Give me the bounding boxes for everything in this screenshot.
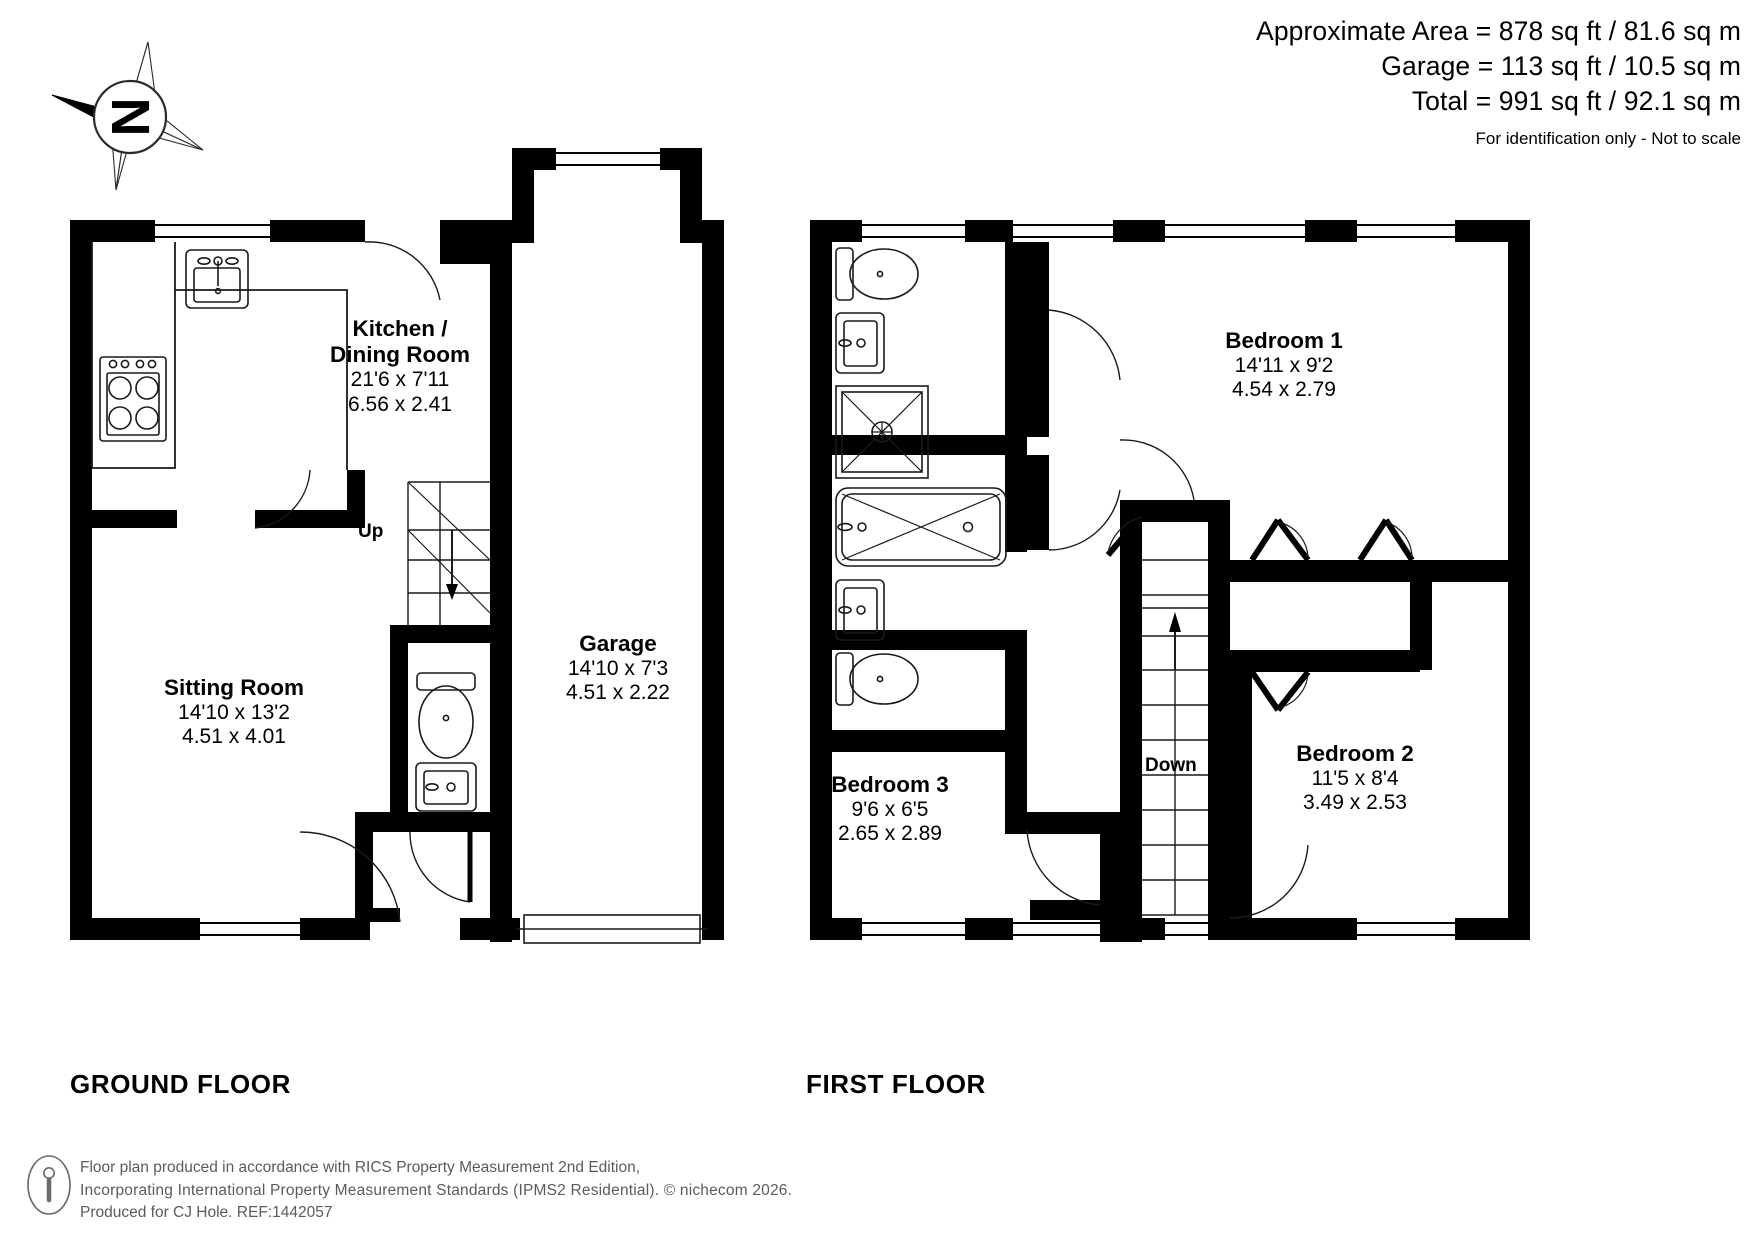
room-label-sitting-room: Sitting Room 14'10 x 13'2 4.51 x 4.01 [104, 675, 364, 750]
room-name: Bedroom 3 [831, 772, 949, 797]
wash-basin-icon-upper [835, 312, 885, 374]
room-label-kitchen-dining: Kitchen / Dining Room 21'6 x 7'11 6.56 x… [270, 316, 530, 417]
wash-basin-icon [415, 762, 477, 812]
room-label-garage: Garage 14'10 x 7'3 4.51 x 2.22 [488, 631, 748, 706]
room-dimensions-metric: 4.51 x 2.22 [566, 681, 670, 705]
bath-tub-icon [835, 487, 1007, 567]
room-dimensions-metric: 4.54 x 2.79 [1232, 378, 1336, 402]
staircase-up-icon [407, 481, 491, 625]
footer-text-block: Floor plan produced in accordance with R… [80, 1154, 792, 1225]
compass-icon: N [51, 41, 204, 191]
first-floor-title: FIRST FLOOR [806, 1069, 986, 1099]
room-dimensions-metric: 3.49 x 2.53 [1303, 791, 1407, 815]
compass-rose: N [50, 38, 205, 193]
stair-direction-up-label: Up [358, 521, 384, 542]
room-dimensions-metric: 4.51 x 4.01 [182, 725, 286, 749]
hob-cooker-icon [99, 356, 167, 442]
room-name: Bedroom 2 [1296, 741, 1414, 766]
landing-door [1105, 513, 1145, 557]
room-dimensions-imperial: 11'5 x 8'4 [1311, 767, 1399, 791]
ground-floor-title: GROUND FLOOR [70, 1069, 291, 1099]
first-floor-plan [810, 220, 1530, 942]
garage-area-line: Garage = 113 sq ft / 10.5 sq m [1381, 51, 1741, 82]
area-summary: Approximate Area = 878 sq ft / 81.6 sq m… [1256, 14, 1741, 150]
shower-tray-icon [835, 385, 929, 479]
wc-toilet-icon-upper [835, 247, 919, 301]
room-dimensions-metric: 2.65 x 2.89 [838, 822, 942, 846]
ground-floor-walls [70, 148, 724, 942]
room-dimensions-imperial: 14'11 x 9'2 [1234, 354, 1334, 378]
room-name: Sitting Room [164, 675, 304, 700]
room-dimensions-imperial: 14'10 x 7'3 [567, 657, 669, 681]
person-info-icon [27, 1155, 71, 1215]
identification-disclaimer: For identification only - Not to scale [1475, 128, 1741, 148]
wardrobe-icon-bedroom1 [1249, 518, 1415, 562]
kitchen-sink-icon [185, 249, 249, 309]
room-dimensions-imperial: 14'10 x 13'2 [178, 701, 290, 725]
staircase-down-icon [1142, 559, 1208, 916]
footer-line-3: Produced for CJ Hole. REF:1442057 [80, 1204, 333, 1222]
compass-north-letter: N [100, 98, 160, 137]
room-name-line-1: Kitchen / [352, 316, 448, 341]
room-dimensions-metric: 6.56 x 2.41 [348, 392, 452, 416]
room-name: Garage [579, 631, 657, 656]
first-floor-walls [810, 220, 1530, 942]
ground-floor-plan [70, 148, 724, 944]
first-floor-fixtures [835, 247, 1415, 919]
wc-toilet-icon-lower [835, 652, 919, 706]
room-name-line-2: Dining Room [330, 342, 470, 368]
room-dimensions-imperial: 9'6 x 6'5 [851, 798, 929, 822]
wc-toilet-icon [416, 672, 476, 759]
ground-floor-fixtures [91, 241, 708, 944]
wash-basin-icon-lower [835, 579, 885, 641]
room-dimensions-imperial: 21'6 x 7'11 [350, 368, 450, 392]
room-label-bedroom-2: Bedroom 2 11'5 x 8'4 3.49 x 2.53 [1225, 741, 1485, 816]
footer-line-2: Incorporating International Property Mea… [80, 1181, 793, 1199]
approximate-area-line: Approximate Area = 878 sq ft / 81.6 sq m [1256, 16, 1741, 46]
wardrobe-icon-bedroom2 [1249, 670, 1311, 712]
room-label-bedroom-1: Bedroom 1 14'11 x 9'2 4.54 x 2.79 [1154, 328, 1414, 403]
room-label-bedroom-3: Bedroom 3 9'6 x 6'5 2.65 x 2.89 [760, 772, 1020, 847]
garage-door-icon [516, 914, 708, 944]
footer-disclaimer: Floor plan produced in accordance with R… [26, 1154, 792, 1225]
footer-line-1: Floor plan produced in accordance with R… [80, 1159, 641, 1176]
stair-direction-down-label: Down [1145, 755, 1197, 776]
total-area-line: Total = 991 sq ft / 92.1 sq m [1411, 86, 1741, 117]
room-name: Bedroom 1 [1225, 328, 1343, 353]
